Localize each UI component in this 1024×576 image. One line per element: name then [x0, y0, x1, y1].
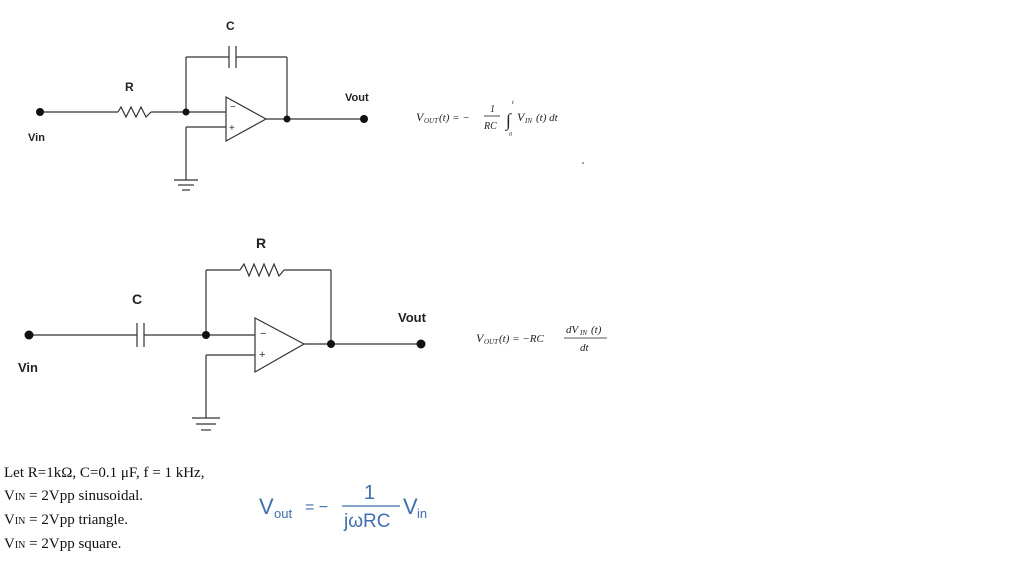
formula-vout-sub: out: [274, 506, 292, 521]
integrator-input-node: [182, 108, 190, 116]
integrator-circuit: [40, 46, 364, 191]
formula-vout: V: [259, 494, 274, 519]
integrator-minus-sign: −: [230, 102, 236, 113]
svg-text:dV: dV: [566, 324, 580, 336]
integrator-vout-terminal: [360, 115, 368, 123]
differentiator-plus-sign: +: [259, 349, 265, 361]
differentiator-vout-label: Vout: [398, 310, 427, 325]
differentiator-vout-terminal: [416, 339, 426, 349]
svg-text:dt: dt: [580, 342, 590, 354]
svg-text:V: V: [416, 110, 425, 124]
svg-text:IN: IN: [524, 117, 532, 125]
integrator-vout-label: Vout: [345, 92, 369, 104]
stray-dot: [582, 162, 584, 164]
svg-text:(t) dt: (t) dt: [536, 112, 559, 124]
svg-text:1: 1: [490, 104, 495, 115]
differentiator-res-label: R: [256, 235, 266, 251]
svg-text:t: t: [512, 100, 514, 106]
integrator-resistor: [117, 105, 152, 119]
notes-line-2: VIN = 2Vpp sinusoidal.: [4, 488, 144, 504]
svg-text:OUT: OUT: [424, 117, 439, 125]
formula-denominator: jωRC: [343, 511, 391, 532]
differentiator-opamp: [254, 317, 306, 374]
integrator-cap-label: C: [226, 19, 235, 33]
differentiator-cap-label: C: [132, 291, 142, 307]
svg-text:0: 0: [509, 132, 512, 138]
differentiator-output-node: [327, 340, 335, 348]
svg-text:V: V: [476, 331, 485, 345]
differentiator-vin-label: Vin: [18, 360, 38, 375]
svg-text:(t) = −RC: (t) = −RC: [499, 333, 544, 345]
integrator-plus-sign: +: [229, 123, 235, 134]
svg-text:(t) = −: (t) = −: [439, 112, 470, 124]
svg-text:IN: IN: [579, 329, 587, 337]
differentiator-input-node: [202, 331, 210, 339]
differentiator-vin-terminal: [24, 330, 34, 340]
differentiator-circuit: [29, 262, 421, 431]
integrator-res-label: R: [125, 80, 134, 94]
problem-notes: Let R=1kΩ, C=0.1 μF, f = 1 kHz, VIN = 2V…: [4, 462, 204, 557]
notes-line-1: Let R=1kΩ, C=0.1 μF, f = 1 kHz,: [4, 465, 205, 481]
svg-text:RC: RC: [483, 121, 497, 132]
svg-text:OUT: OUT: [484, 338, 499, 346]
formula-vin: V: [403, 494, 418, 519]
differentiator-resistor: [239, 262, 285, 278]
differentiator-equation: V OUT (t) = −RC dV IN (t) dt: [476, 324, 607, 354]
differentiator-minus-sign: −: [260, 328, 266, 340]
notes-line-4: VIN = 2Vpp square.: [4, 536, 122, 552]
svg-text:(t): (t): [591, 324, 602, 336]
svg-text:V: V: [517, 110, 526, 124]
notes-line-3: VIN = 2Vpp triangle.: [4, 512, 129, 528]
integrator-equation: V OUT (t) = − 1 RC ∫ t 0 V IN (t) dt: [416, 100, 559, 138]
integrator-output-node: [283, 115, 291, 123]
impedance-formula: V out = − 1 jωRC V in: [259, 482, 427, 532]
formula-numerator: 1: [364, 482, 375, 504]
integrator-vin-terminal: [36, 108, 44, 116]
integrator-vin-label: Vin: [28, 132, 45, 144]
formula-equals: = −: [305, 499, 328, 516]
formula-vin-sub: in: [417, 506, 427, 521]
svg-text:∫: ∫: [505, 110, 512, 131]
integrator-opamp: [225, 95, 268, 143]
